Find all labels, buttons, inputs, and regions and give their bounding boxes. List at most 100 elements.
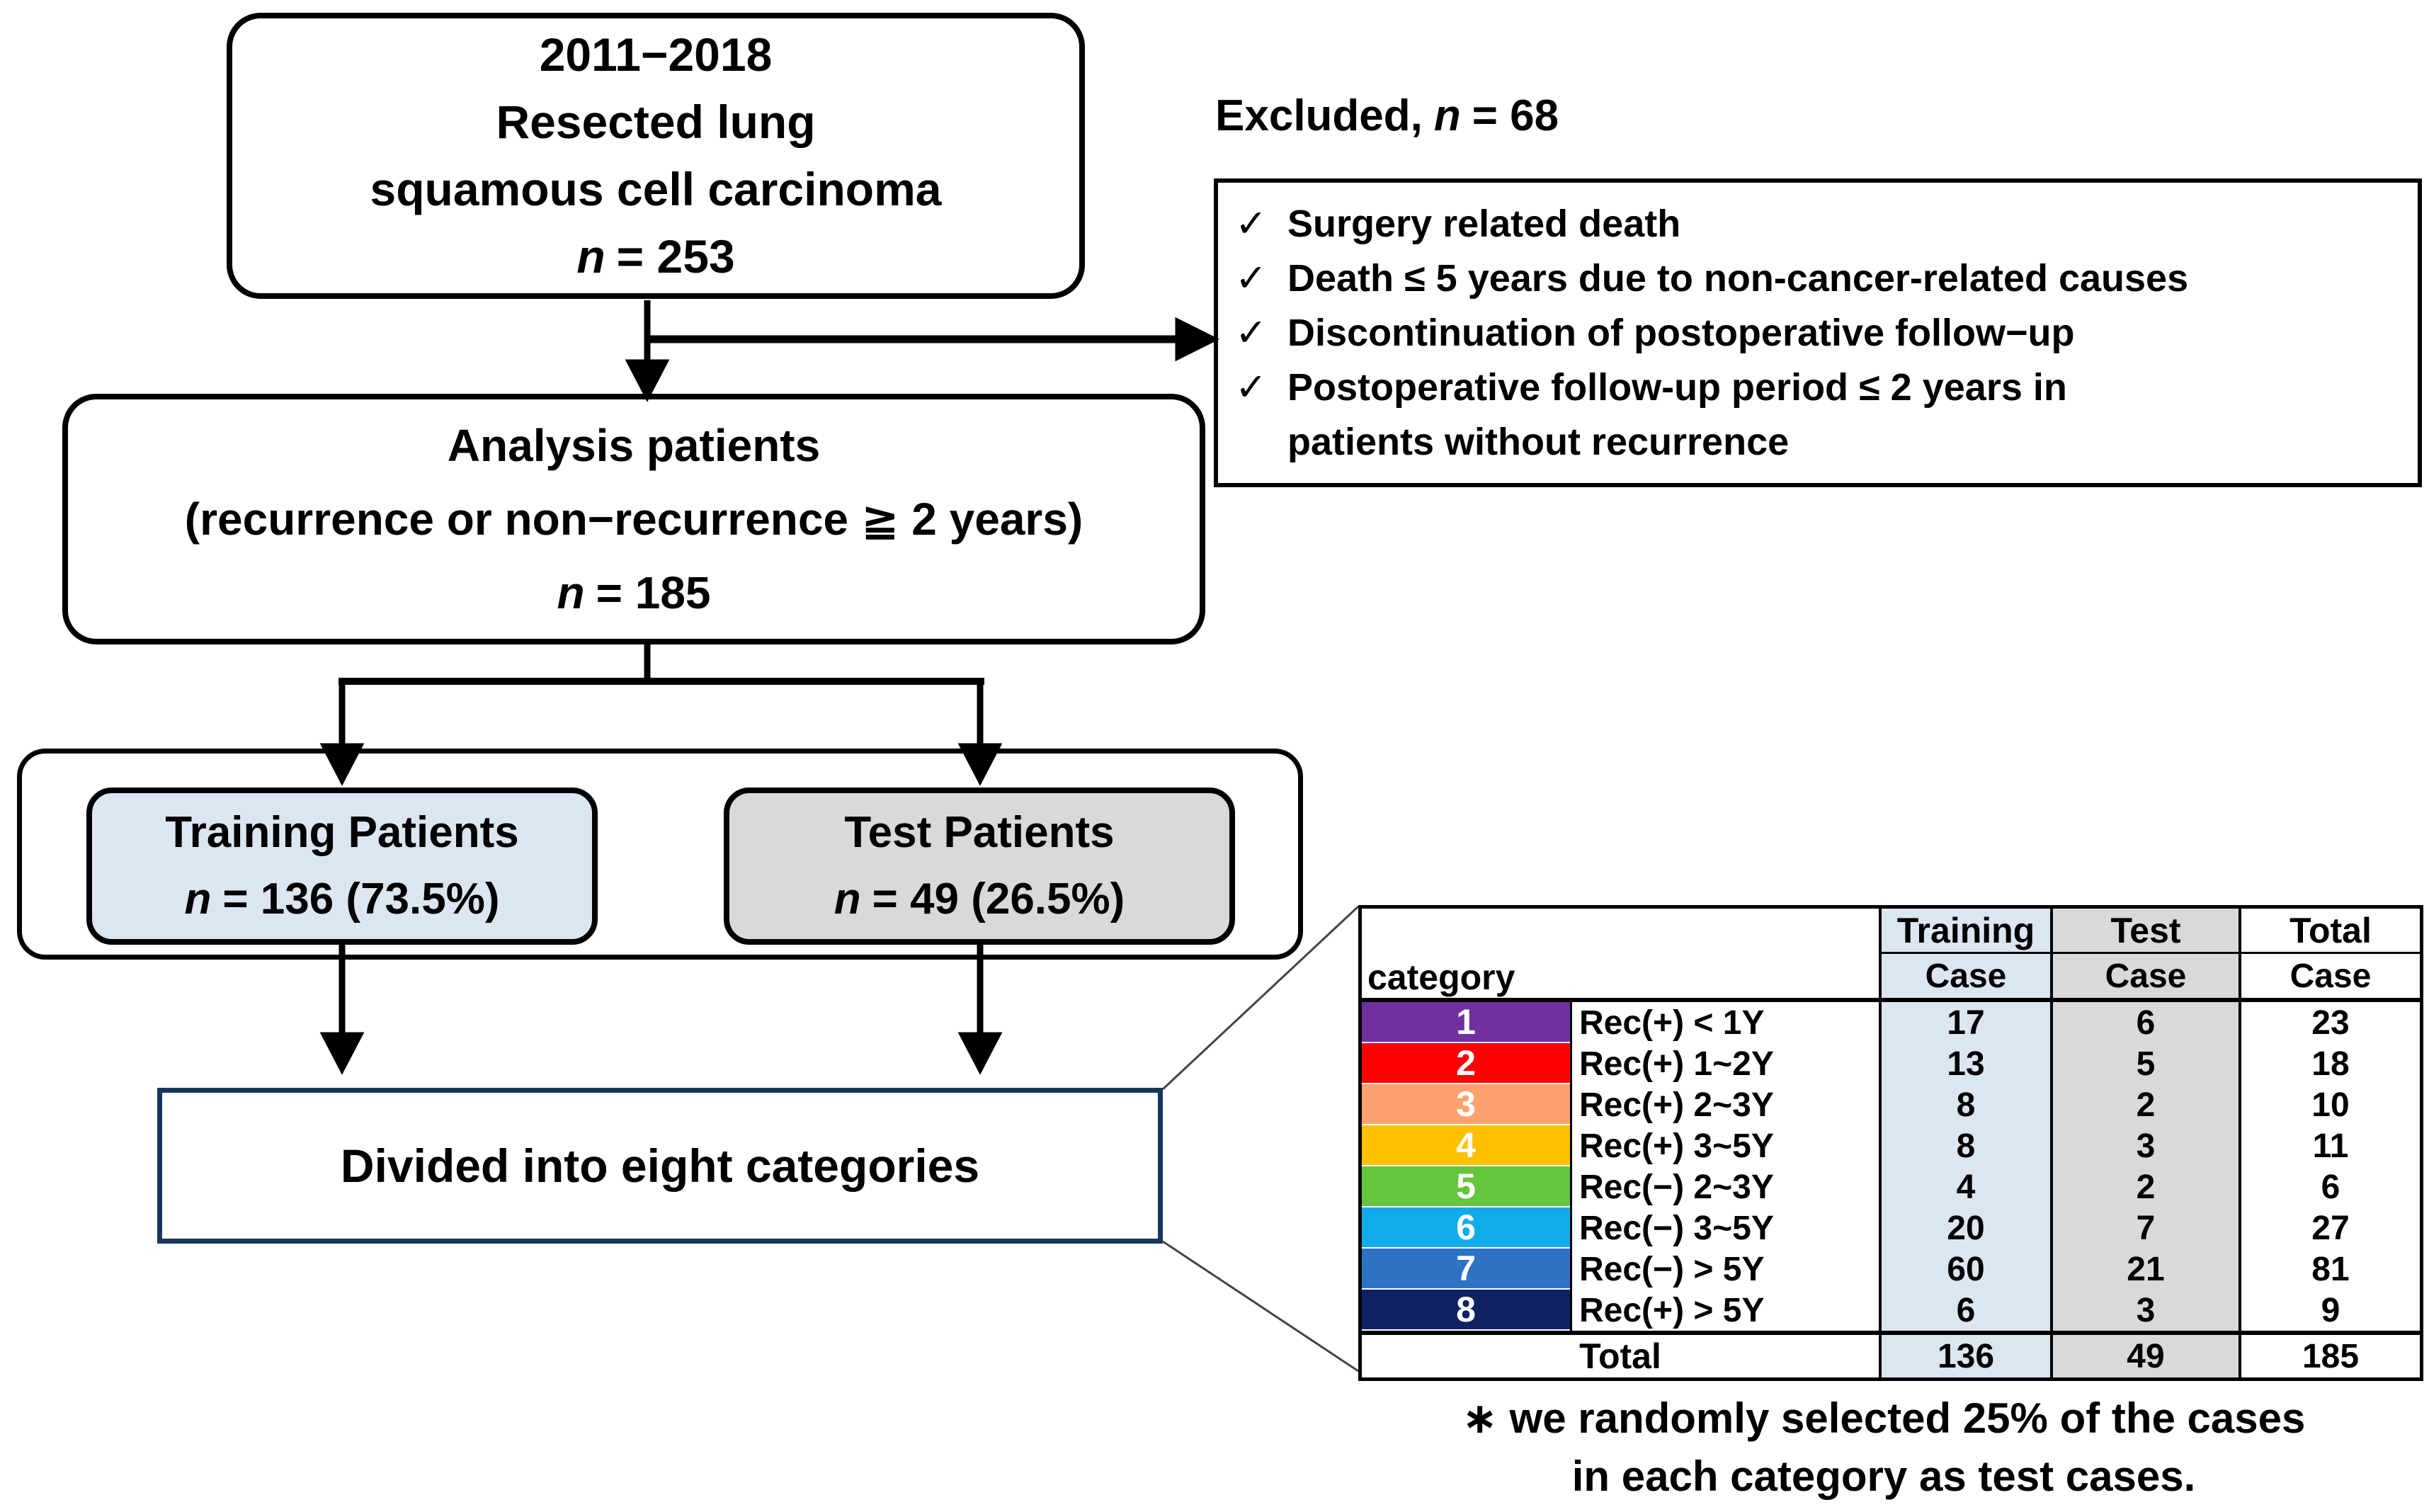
cohort-line3: squamous cell carcinoma (370, 163, 942, 215)
training-patients-box: Training Patients n = 136 (73.5%) (86, 788, 598, 945)
category-label-8: Rec(+) > 5Y (1570, 1290, 1879, 1331)
training-column-header: Training (1879, 909, 2050, 954)
training-case-2: 13 (1879, 1043, 2050, 1084)
total-case-4: 11 (2239, 1125, 2420, 1166)
n-value: = 185 (596, 567, 711, 618)
category-label-3: Rec(+) 2~3Y (1570, 1084, 1879, 1125)
category-swatch-3: 3 (1362, 1084, 1570, 1125)
footnote: ∗ we randomly selected 25% of the cases … (1331, 1389, 2429, 1506)
total-case-header: Case (2239, 954, 2420, 1002)
callout-line-bottom (1162, 1240, 1359, 1372)
split-container-box (17, 749, 1303, 960)
excluded-item-text: patients without recurrence (1287, 420, 1790, 463)
excluded-title-prefix: Excluded, (1215, 91, 1423, 140)
excluded-item: ✓ Postoperative follow-up period ≤ 2 yea… (1235, 360, 2401, 415)
check-icon: ✓ (1235, 202, 1268, 245)
excluded-item-text: Postoperative follow-up period ≤ 2 years… (1287, 365, 2067, 409)
training-title: Training Patients (165, 808, 519, 857)
footnote-line2: in each category as test cases. (1571, 1453, 2196, 1500)
category-label-4: Rec(+) 3~5Y (1570, 1125, 1879, 1166)
total-column-header: Total (2239, 909, 2420, 954)
test-column-header: Test (2050, 909, 2239, 954)
cohort-box: 2011−2018 Resected lung squamous cell ca… (227, 13, 1085, 299)
training-case-1: 17 (1879, 1002, 2050, 1043)
excluded-item: ✓ Surgery related death (1235, 197, 2401, 251)
total-total-cases: 185 (2239, 1331, 2420, 1377)
n-symbol: n (1433, 91, 1461, 140)
total-test-cases: 49 (2050, 1331, 2239, 1377)
category-label-6: Rec(−) 3~5Y (1570, 1207, 1879, 1249)
category-swatch-7: 7 (1362, 1249, 1570, 1290)
category-label-5: Rec(−) 2~3Y (1570, 1166, 1879, 1207)
total-case-6: 27 (2239, 1207, 2420, 1249)
total-case-3: 10 (2239, 1084, 2420, 1125)
excluded-item-continuation: patients without recurrence (1235, 415, 2401, 470)
total-training-cases: 136 (1879, 1331, 2050, 1377)
n-symbol: n (184, 875, 212, 923)
test-case-5: 2 (2050, 1166, 2239, 1207)
check-icon: ✓ (1235, 311, 1268, 354)
training-case-5: 4 (1879, 1166, 2050, 1207)
category-label-2: Rec(+) 1~2Y (1570, 1043, 1879, 1084)
category-swatch-1: 1 (1362, 1002, 1570, 1043)
test-case-2: 5 (2050, 1043, 2239, 1084)
table-corner-cell: category (1362, 909, 1879, 1002)
test-case-4: 3 (2050, 1125, 2239, 1166)
excluded-title: Excluded, n = 68 (1215, 91, 1559, 141)
n-value: = 253 (616, 230, 735, 283)
category-swatch-2: 2 (1362, 1043, 1570, 1084)
training-case-6: 20 (1879, 1207, 2050, 1249)
analysis-box: Analysis patients (recurrence or non−rec… (62, 394, 1205, 644)
arrow-top-to-analysis-head (625, 359, 670, 402)
total-case-1: 23 (2239, 1002, 2420, 1043)
total-row-label: Total (1362, 1331, 1879, 1377)
test-patients-box: Test Patients n = 49 (26.5%) (724, 788, 1235, 945)
training-case-8: 6 (1879, 1290, 2050, 1331)
n-symbol: n (834, 875, 861, 923)
n-value: = 136 (73.5%) (222, 875, 500, 923)
test-n: n = 49 (26.5%) (834, 866, 1125, 933)
total-case-2: 18 (2239, 1043, 2420, 1084)
cohort-n: n = 253 (576, 223, 734, 290)
cohort-line2: Resected lung (496, 96, 816, 148)
training-case-7: 60 (1879, 1249, 2050, 1290)
category-swatch-5: 5 (1362, 1166, 1570, 1207)
arrow-to-excluded-head (1175, 317, 1220, 362)
category-swatch-6: 6 (1362, 1207, 1570, 1249)
excluded-item-text: Death ≤ 5 years due to non-cancer-relate… (1287, 256, 2189, 300)
training-n: n = 136 (73.5%) (184, 866, 499, 933)
test-case-8: 3 (2050, 1290, 2239, 1331)
test-case-6: 7 (2050, 1207, 2239, 1249)
training-case-3: 8 (1879, 1084, 2050, 1125)
excluded-item-text: Surgery related death (1287, 202, 1681, 245)
n-value: = 68 (1472, 91, 1559, 140)
analysis-line2: (recurrence or non−recurrence ≧ 2 years) (184, 494, 1083, 545)
category-label-1: Rec(+) < 1Y (1570, 1002, 1879, 1043)
n-symbol: n (557, 567, 585, 618)
divided-categories-box: Divided into eight categories (157, 1088, 1163, 1244)
arrow-training-to-divided-head (319, 1032, 365, 1075)
test-case-1: 6 (2050, 1002, 2239, 1043)
footnote-line1: ∗ we randomly selected 25% of the cases (1462, 1394, 2306, 1442)
category-swatch-4: 4 (1362, 1125, 1570, 1166)
category-table: category Training Test Total Case Case C… (1358, 905, 2423, 1381)
category-swatch-8: 8 (1362, 1290, 1570, 1331)
excluded-item: ✓ Discontinuation of postoperative follo… (1235, 306, 2401, 360)
n-symbol: n (576, 230, 605, 283)
test-case-7: 21 (2050, 1249, 2239, 1290)
check-icon: ✓ (1235, 256, 1268, 300)
category-label-7: Rec(−) > 5Y (1570, 1249, 1879, 1290)
analysis-n: n = 185 (557, 556, 710, 630)
cohort-years: 2011−2018 (539, 28, 773, 81)
check-icon: ✓ (1235, 365, 1268, 409)
total-case-5: 6 (2239, 1166, 2420, 1207)
training-case-4: 8 (1879, 1125, 2050, 1166)
total-case-8: 9 (2239, 1290, 2420, 1331)
excluded-criteria-box: ✓ Surgery related death ✓ Death ≤ 5 year… (1214, 178, 2422, 487)
test-case-3: 2 (2050, 1084, 2239, 1125)
total-case-7: 81 (2239, 1249, 2420, 1290)
corner-label: category (1367, 957, 1515, 997)
excluded-item: ✓ Death ≤ 5 years due to non-cancer-rela… (1235, 251, 2401, 306)
excluded-item-text: Discontinuation of postoperative follow−… (1287, 311, 2075, 354)
